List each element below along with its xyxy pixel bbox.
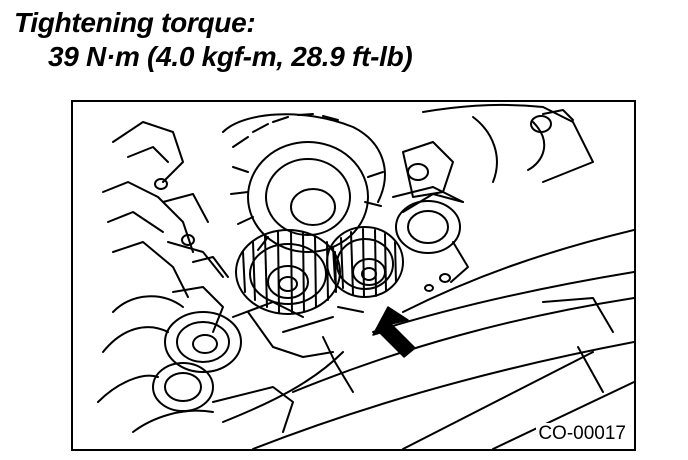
figure-frame: CO-00017 xyxy=(71,100,636,451)
torque-label: Tightening torque: xyxy=(14,7,256,38)
belt-cover-outline xyxy=(252,229,634,449)
torque-heading: Tightening torque: 39 N·m (4.0 kgf-m, 28… xyxy=(14,6,413,74)
sprocket-right xyxy=(326,226,404,298)
idler-pulley xyxy=(395,193,469,292)
engine-left-side xyxy=(102,121,229,333)
arrow-pointer-icon xyxy=(372,306,416,358)
engine-block-upper xyxy=(392,103,594,203)
upper-cam-pulley xyxy=(222,113,386,253)
lower-left-pulleys xyxy=(97,295,304,433)
belt-lines xyxy=(167,241,364,423)
figure-code: CO-00017 xyxy=(536,423,628,445)
torque-value: 39 N·m (4.0 kgf-m, 28.9 ft-lb) xyxy=(48,41,413,72)
engine-timing-belt-idler-illustration xyxy=(97,103,634,449)
sprocket-left xyxy=(235,229,341,315)
